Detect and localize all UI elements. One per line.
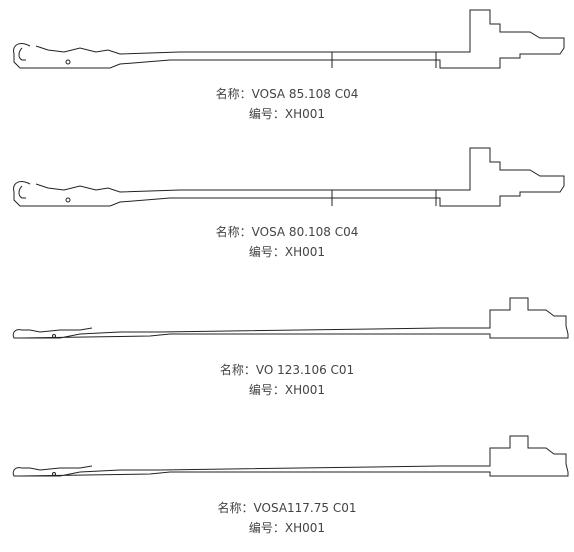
needle-drawing	[13, 9, 565, 69]
product-item: 名称：VOSA 80.108 C04 编号：XH001	[0, 138, 574, 276]
product-name: 名称：VOSA117.75 C01	[217, 501, 357, 515]
needle-drawing	[13, 147, 565, 207]
product-code: 编号：XH001	[248, 521, 326, 535]
product-code: 编号：XH001	[248, 245, 326, 259]
product-code: 编号：XH001	[248, 107, 326, 121]
product-item: 名称：VOSA 85.108 C04 编号：XH001	[0, 0, 574, 138]
product-name: 名称：VOSA 85.108 C04	[215, 87, 359, 101]
product-item: 名称：VOSA117.75 C01 编号：XH001	[0, 414, 574, 552]
product-code: 编号：XH001	[248, 383, 326, 397]
needle-drawing	[12, 297, 569, 339]
product-name: 名称：VO 123.106 C01	[219, 363, 355, 377]
product-item: 名称：VO 123.106 C01 编号：XH001	[0, 276, 574, 414]
needle-drawing	[12, 435, 569, 477]
product-name: 名称：VOSA 80.108 C04	[215, 225, 359, 239]
